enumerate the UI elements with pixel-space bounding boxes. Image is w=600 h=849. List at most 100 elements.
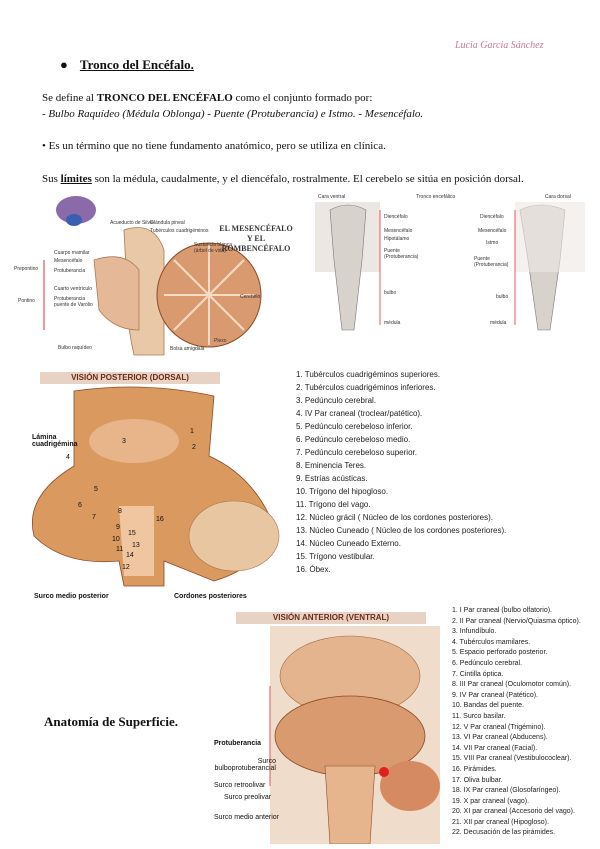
posterior-legend-item: 8. Eminencia Teres. — [296, 459, 586, 472]
posterior-label-cords: Cordones posteriores — [174, 593, 247, 600]
posterior-legend-item: 16. Óbex. — [296, 563, 586, 576]
figure-anterior: Protuberancia Surco bulboprotuberancial … — [210, 626, 446, 844]
fig1-left-prepontine: Prepontino — [14, 266, 38, 272]
fig1-label-white-matter: Sustancia blanca (árbol de vida) — [194, 242, 234, 254]
fig1-label-pons: Protuberancia puente de Varolio — [54, 296, 94, 308]
posterior-legend-item: 3. Pedúnculo cerebral. — [296, 394, 586, 407]
posterior-num-11: 11 — [116, 546, 123, 553]
fig2-left-bulb: bulbo — [384, 290, 396, 296]
bullet-icon: ● — [60, 57, 68, 73]
posterior-illustration — [14, 386, 284, 606]
posterior-num-4: 4 — [66, 454, 70, 461]
fig2-left-hypothalamus: Hipotálamo — [384, 236, 409, 242]
anterior-legend-item: 3. Infundíbulo. — [452, 627, 598, 638]
fig2-ventral: Cara ventral — [318, 194, 345, 200]
anterior-legend-item: 2. II Par craneal (Nervio/Quiasma óptico… — [452, 617, 598, 628]
posterior-legend-item: 9. Estrías acústicas. — [296, 472, 586, 485]
anterior-legend-item: 20. XI par craneal (Accesorio del vago). — [452, 807, 598, 818]
posterior-legend-item: 11. Trígono del vago. — [296, 498, 586, 511]
fig2-right-pons: Puente (Protuberancia) — [474, 256, 514, 268]
posterior-legend-item: 4. IV Par craneal (troclear/patético). — [296, 407, 586, 420]
fig1-label-cerebellum: Cerebelo — [240, 294, 260, 300]
author-name: Lucia Garcia Sánchez — [455, 40, 544, 51]
posterior-legend: 1. Tubérculos cuadrigéminos superiores. … — [296, 368, 586, 576]
posterior-num-9: 9 — [116, 524, 120, 531]
anterior-legend-item: 17. Oliva bulbar. — [452, 776, 598, 787]
fig2-dorsal: Cara dorsal — [545, 194, 571, 200]
fig1-label-plexus: Plexo — [214, 338, 227, 344]
anterior-legend-item: 8. III Par craneal (Oculomotor común). — [452, 680, 598, 691]
posterior-label-sulcus: Surco medio posterior — [34, 593, 109, 600]
anterior-legend-item: 12. V Par craneal (Trigémino). — [452, 723, 598, 734]
posterior-legend-item: 15. Trígono vestibular. — [296, 550, 586, 563]
fig2-right-diencephalon: Diencéfalo — [480, 214, 504, 220]
anterior-legend-item: 7. Cintilla óptica. — [452, 670, 598, 681]
posterior-num-16: 16 — [156, 516, 164, 523]
figure-posterior: Lámina cuadrigémina Surco medio posterio… — [14, 386, 284, 606]
anterior-legend-item: 18. IX Par craneal (Glosofaríngeo). — [452, 786, 598, 797]
posterior-num-13: 13 — [132, 542, 140, 549]
intro-note: • Es un término que no tiene fundamento … — [42, 140, 386, 152]
anterior-legend-item: 1. I Par craneal (bulbo olfatorio). — [452, 606, 598, 617]
posterior-legend-item: 10. Trígono del hipogloso. — [296, 485, 586, 498]
posterior-legend-item: 5. Pedúnculo cerebeloso inferior. — [296, 420, 586, 433]
fig1-label-mesencephalon: Mesencéfalo — [54, 258, 82, 264]
posterior-num-12: 12 — [122, 564, 130, 571]
limits-paragraph: Sus límites son la médula, caudalmente, … — [42, 172, 562, 186]
posterior-legend-item: 6. Pedúnculo cerebeloso medio. — [296, 433, 586, 446]
fig1-label-protuberance: Protuberancia — [54, 268, 85, 274]
fig2-right-medulla: médula — [490, 320, 506, 326]
anterior-legend: 1. I Par craneal (bulbo olfatorio). 2. I… — [452, 606, 598, 839]
posterior-num-6: 6 — [78, 502, 82, 509]
anterior-legend-item: 22. Decusación de las pirámides. — [452, 828, 598, 839]
posterior-num-3: 3 — [122, 438, 126, 445]
anterior-legend-item: 19. X par craneal (vago). — [452, 797, 598, 808]
fig2-brainstem: Tronco encefálico — [416, 194, 455, 200]
title-text: Tronco del Encéfalo. — [80, 57, 194, 72]
posterior-legend-item: 13. Núcleo Cuneado ( Núcleo de los cordo… — [296, 524, 586, 537]
posterior-num-10: 10 — [112, 536, 120, 543]
posterior-num-5: 5 — [94, 486, 98, 493]
fig1-label-fourth-ventricle: Cuarto ventrículo — [54, 286, 92, 292]
posterior-num-8: 8 — [118, 508, 122, 515]
fig2-right-isthmus: Istmo — [486, 240, 498, 246]
posterior-legend-item: 1. Tubérculos cuadrigéminos superiores. — [296, 368, 586, 381]
posterior-num-15: 15 — [128, 530, 136, 537]
fig2-left-mesencephalon: Mesencéfalo — [384, 228, 412, 234]
fig2-right-bulb: bulbo — [496, 294, 508, 300]
posterior-banner: VISIÓN POSTERIOR (DORSAL) — [40, 372, 220, 384]
fig2-left-pons: Puente (Protuberancia) — [384, 248, 424, 260]
intro-bold-term: TRONCO DEL ENCÉFALO — [97, 92, 233, 104]
anterior-legend-item: 4. Tubérculos mamilares. — [452, 638, 598, 649]
figure-brainstem-views: Cara ventral Tronco encefálico Cara dors… — [310, 190, 595, 340]
fig1-label-pineal: Glándula pineal — [150, 220, 185, 226]
fig2-left-diencephalon: Diencéfalo — [384, 214, 408, 220]
fig2-left-medulla: médula — [384, 320, 400, 326]
sagittal-illustration — [14, 190, 304, 360]
anterior-banner: VISIÓN ANTERIOR (VENTRAL) — [236, 612, 426, 624]
intro-paragraph: Se define al TRONCO DEL ENCÉFALO como el… — [42, 92, 582, 104]
anterior-legend-item: 9. IV Par craneal (Patético). — [452, 691, 598, 702]
anterior-legend-item: 10. Bandas del puente. — [452, 701, 598, 712]
posterior-num-2: 2 — [192, 444, 196, 451]
anterior-legend-item: 14. VII Par craneal (Facial). — [452, 744, 598, 755]
intro-parts: - Bulbo Raquídeo (Médula Oblonga) - Puen… — [42, 108, 423, 120]
anterior-label-preolivary: Surco preolivar — [224, 794, 271, 801]
limits-bold-term: límites — [61, 173, 92, 185]
posterior-label-lamina: Lámina cuadrigémina — [32, 434, 82, 448]
posterior-legend-item: 14. Núcleo Cuneado Externo. — [296, 537, 586, 550]
anterior-illustration — [210, 626, 446, 844]
posterior-num-14: 14 — [126, 552, 134, 559]
anterior-legend-item: 11. Surco basilar. — [452, 712, 598, 723]
posterior-legend-item: 2. Tubérculos cuadrigéminos inferiores. — [296, 381, 586, 394]
anterior-label-bulbopontine: Surco bulboprotuberancial — [214, 758, 276, 772]
fig1-label-medulla: Bulbo raquídeo — [58, 345, 92, 351]
fig1-label-tonsil: Bolsa amígdala — [170, 346, 204, 352]
anterior-legend-item: 6. Pedúnculo cerebral. — [452, 659, 598, 670]
anterior-legend-item: 5. Espacio perforado posterior. — [452, 648, 598, 659]
anterior-legend-item: 21. XII par craneal (Hipogloso). — [452, 818, 598, 829]
anterior-legend-item: 13. VI Par craneal (Abducens). — [452, 733, 598, 744]
anterior-legend-item: 16. Pirámides. — [452, 765, 598, 776]
posterior-legend-item: 7. Pedúnculo cerebeloso superior. — [296, 446, 586, 459]
anterior-legend-item: 15. VIII Par craneal (Vestibulococlear). — [452, 754, 598, 765]
